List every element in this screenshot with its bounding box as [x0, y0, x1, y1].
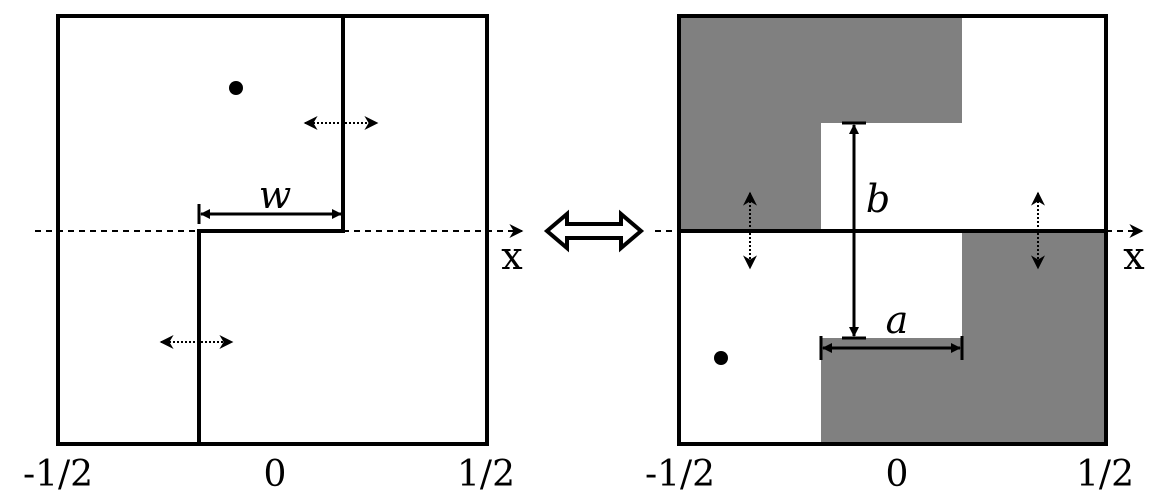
a-label: a [886, 298, 909, 342]
right-frame [677, 14, 1108, 446]
upper-shaded-region [679, 16, 962, 231]
double-headed-arrow-icon [543, 209, 645, 253]
w-label: w [259, 173, 292, 217]
right-particle-dot [714, 351, 728, 365]
left-frame [56, 14, 489, 446]
right-tick-center: 0 [886, 454, 909, 495]
right-tick-left: -1/2 [645, 454, 715, 495]
left-tick-right: 1/2 [457, 454, 515, 495]
b-label: b [866, 177, 890, 221]
right-tick-right: 1/2 [1076, 454, 1134, 495]
right-panel: b a x -1/2 0 1/2 [645, 14, 1145, 495]
left-tick-left: -1/2 [23, 454, 93, 495]
right-x-axis-label: x [1123, 234, 1144, 278]
left-x-axis-label: x [501, 234, 522, 278]
left-particle-dot [229, 81, 243, 95]
left-step-boundary [197, 16, 345, 444]
left-panel: w x -1/2 0 1/2 [23, 14, 524, 495]
left-tick-center: 0 [264, 454, 287, 495]
